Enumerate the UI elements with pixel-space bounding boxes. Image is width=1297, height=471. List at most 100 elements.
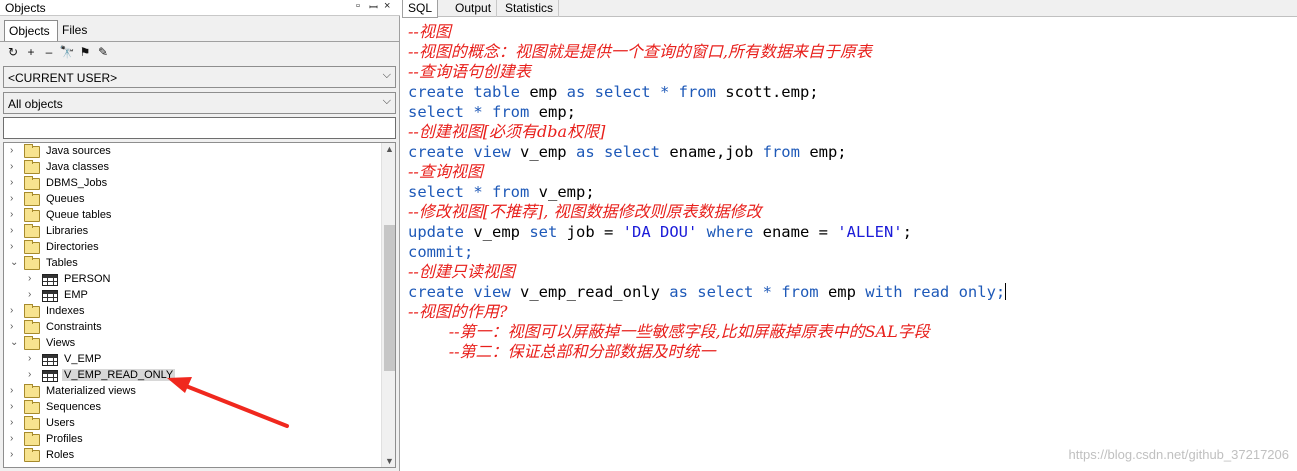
- expand-icon[interactable]: ›: [10, 417, 14, 428]
- tree-node-label: V_EMP_READ_ONLY: [62, 369, 176, 381]
- float-icon[interactable]: ▫: [356, 0, 360, 12]
- tree-node-label: Directories: [46, 241, 99, 253]
- remove-icon[interactable]: –: [45, 45, 53, 59]
- sql-keyword: where: [697, 223, 763, 241]
- tree-node[interactable]: › DBMS_Jobs: [4, 176, 380, 192]
- table-icon: [42, 370, 58, 382]
- code-line-comment: --查询语句创建表: [408, 62, 531, 81]
- tab-sql[interactable]: SQL: [402, 0, 439, 18]
- expand-icon[interactable]: ›: [10, 145, 14, 156]
- tree-node[interactable]: › Directories: [4, 240, 380, 256]
- find-icon[interactable]: 🔭: [59, 45, 75, 59]
- collapse-icon[interactable]: ⌄: [10, 257, 19, 268]
- expand-icon[interactable]: ›: [10, 241, 14, 252]
- code-line: create view v_emp_read_only as select * …: [408, 282, 1007, 302]
- expand-icon[interactable]: ›: [10, 385, 14, 396]
- object-filter-select[interactable]: All objects ⌵: [3, 92, 396, 114]
- expand-icon[interactable]: ›: [10, 209, 14, 220]
- collapse-icon[interactable]: ⌄: [10, 337, 19, 348]
- tree-node[interactable]: ›EMP: [4, 288, 380, 304]
- tree-node[interactable]: ›Java sources: [4, 144, 380, 160]
- expand-icon[interactable]: ›: [10, 433, 14, 444]
- tree-node-label: Queue tables: [46, 209, 112, 221]
- tree-node[interactable]: › Indexes: [4, 304, 380, 320]
- tree-node[interactable]: ⌄ Views: [4, 336, 380, 352]
- close-icon[interactable]: ×: [384, 0, 391, 12]
- tab-objects[interactable]: Objects: [4, 20, 58, 41]
- sql-keyword: create view: [408, 143, 520, 161]
- tree-node-label: Indexes: [46, 305, 85, 317]
- code-line: select * from emp;: [408, 102, 576, 122]
- folder-icon: [24, 448, 40, 462]
- tree-node-label: PERSON: [64, 273, 111, 285]
- tree-node[interactable]: › Queue tables: [4, 208, 380, 224]
- folder-icon: [24, 208, 40, 222]
- table-icon: [42, 290, 58, 302]
- expand-icon[interactable]: ›: [10, 225, 14, 236]
- panel-title-bar: Objects ▫ ꟷ ×: [0, 0, 400, 16]
- sql-identifier: job =: [566, 223, 623, 241]
- sql-keyword: from: [762, 143, 810, 161]
- tree-node[interactable]: ›V_EMP: [4, 352, 380, 368]
- code-line-comment: --第二：保证总部和分部数据及时统一: [408, 342, 716, 361]
- tree-node[interactable]: ⌄Tables: [4, 256, 380, 272]
- folder-icon: [24, 320, 40, 334]
- expand-icon[interactable]: ›: [28, 369, 32, 380]
- object-filter-value: All objects: [8, 97, 63, 111]
- pin-icon[interactable]: ꟷ: [369, 2, 378, 14]
- folder-icon: [24, 256, 40, 270]
- tree-node[interactable]: ›Sequences: [4, 400, 380, 416]
- expand-icon[interactable]: ›: [10, 449, 14, 460]
- tree-node[interactable]: ›Users: [4, 416, 380, 432]
- refresh-icon[interactable]: ↻: [7, 45, 19, 59]
- tree-node[interactable]: › PERSON: [4, 272, 380, 288]
- tree-node[interactable]: ›Java classes: [4, 160, 380, 176]
- folder-icon: [24, 176, 40, 190]
- sql-string: 'DA DOU': [622, 223, 698, 241]
- scrollbar-thumb[interactable]: [384, 225, 395, 371]
- expand-icon[interactable]: ›: [10, 305, 14, 316]
- tab-files[interactable]: Files: [62, 23, 88, 37]
- filter-icon[interactable]: ⚑: [79, 45, 91, 59]
- add-icon[interactable]: +: [27, 45, 35, 59]
- sql-identifier: v_emp;: [538, 183, 595, 201]
- folder-icon: [24, 384, 40, 398]
- sql-identifier: v_emp: [519, 143, 576, 161]
- tree-node[interactable]: › Libraries: [4, 224, 380, 240]
- user-select[interactable]: <CURRENT USER> ⌵: [3, 66, 396, 88]
- tree-node[interactable]: ›Profiles: [4, 432, 380, 448]
- tab-statistics[interactable]: Statistics: [500, 0, 560, 17]
- tree-node-label: Views: [46, 337, 76, 349]
- sql-identifier: emp;: [538, 103, 576, 121]
- filter-edit-icon[interactable]: ✎: [97, 45, 109, 59]
- tree-node-label: Libraries: [46, 225, 89, 237]
- code-line: create table emp as select * from scott.…: [408, 82, 819, 102]
- tree-node[interactable]: ›Queues: [4, 192, 380, 208]
- expand-icon[interactable]: ›: [10, 401, 14, 412]
- scroll-down-icon[interactable]: ▼: [385, 456, 394, 466]
- sql-keyword: as select: [575, 143, 670, 161]
- expand-icon[interactable]: ›: [10, 177, 14, 188]
- tree-node[interactable]: ›Materialized views: [4, 384, 380, 400]
- expand-icon[interactable]: ›: [28, 353, 32, 364]
- sql-window: SQL Output Statistics --视图 --视图的概念：视图就是提…: [402, 0, 1297, 471]
- tab-output[interactable]: Output: [450, 0, 498, 17]
- user-select-value: <CURRENT USER>: [8, 71, 118, 85]
- tree-node[interactable]: ›Constraints: [4, 320, 380, 336]
- code-line-comment: --视图的概念：视图就是提供一个查询的窗口,所有数据来自于原表: [408, 42, 872, 61]
- sql-keyword: create table: [408, 83, 530, 101]
- tree-node[interactable]: › V_EMP_READ_ONLY: [4, 368, 380, 384]
- tree-node[interactable]: ›Roles: [4, 448, 380, 464]
- expand-icon[interactable]: ›: [10, 193, 14, 204]
- tree-node-label: DBMS_Jobs: [46, 177, 108, 189]
- object-search-input[interactable]: [3, 117, 396, 139]
- table-icon: [42, 274, 58, 286]
- tree-scrollbar[interactable]: ▲ ▼: [381, 143, 395, 467]
- folder-icon: [24, 224, 40, 238]
- code-line: create view v_emp as select ename,job fr…: [408, 142, 847, 162]
- expand-icon[interactable]: ›: [10, 321, 14, 332]
- expand-icon[interactable]: ›: [28, 289, 32, 300]
- expand-icon[interactable]: ›: [10, 161, 14, 172]
- expand-icon[interactable]: ›: [28, 273, 32, 284]
- scroll-up-icon[interactable]: ▲: [385, 144, 394, 154]
